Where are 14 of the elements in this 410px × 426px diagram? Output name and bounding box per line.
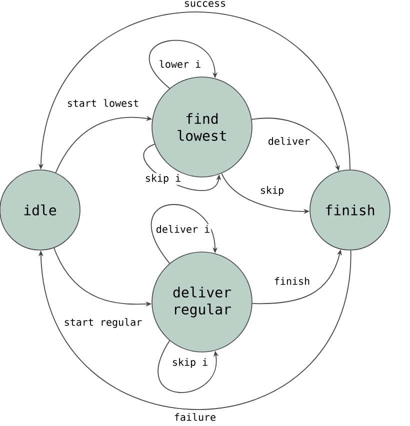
edge-label: start lowest	[66, 98, 140, 108]
edge-label: deliver i	[154, 224, 212, 234]
edge-label: lower i	[158, 59, 202, 69]
edge-label: skip i	[144, 173, 182, 185]
edge-label: skip i	[170, 357, 210, 369]
edge-label: start regular	[62, 317, 144, 329]
arrow	[38, 250, 352, 410]
edge-label: skip	[258, 185, 286, 197]
edge-label: success	[182, 0, 228, 8]
edge-label: failure	[172, 412, 218, 422]
edge-label: deliver	[266, 136, 312, 146]
edge-label: finish	[272, 276, 312, 286]
arrow	[151, 204, 218, 264]
arrow	[149, 40, 218, 89]
